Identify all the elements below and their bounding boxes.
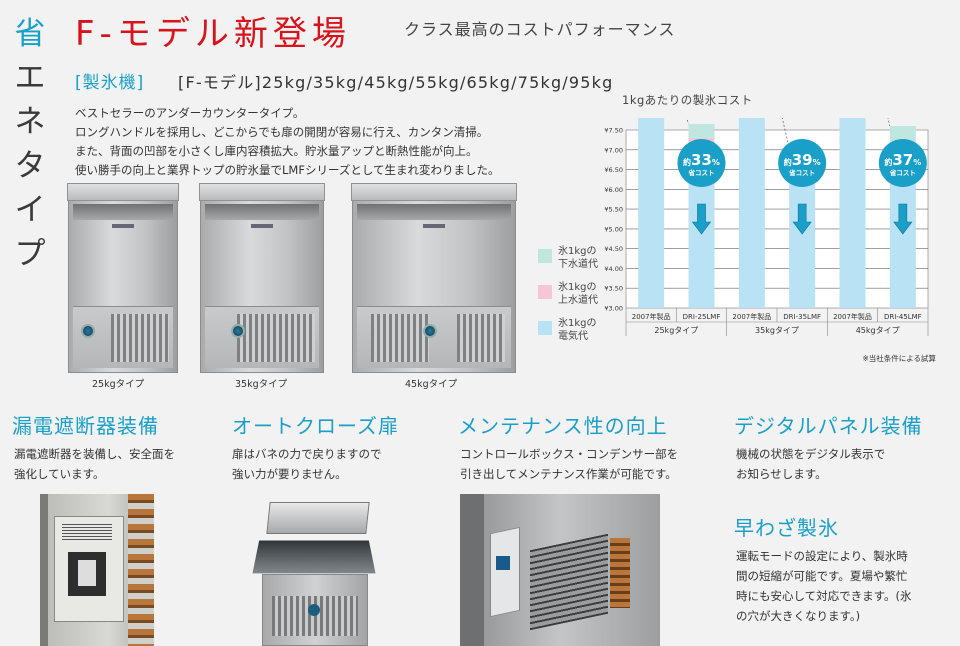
chart-title: 1kgあたりの製氷コスト — [622, 93, 753, 107]
feature-text: コントロールボックス・コンデンサー部を 引き出してメンテナンス作業が可能です。 — [460, 447, 679, 481]
bar-segment — [789, 175, 816, 308]
chart-note: ※当社条件による試算 — [862, 353, 936, 363]
y-tick-label: ¥3.50 — [604, 285, 623, 293]
ice-machine-25kg-image — [67, 183, 179, 373]
y-tick-label: ¥4.50 — [604, 245, 623, 253]
y-tick-label: ¥7.50 — [604, 127, 623, 135]
feature-text: 運転モードの設定により、製氷時 間の短縮が可能です。夏場や繁忙 時にも安心して対… — [736, 549, 912, 623]
savings-badge — [677, 139, 726, 187]
savings-percent: 約37% — [884, 151, 921, 169]
savings-percent: 約39% — [784, 151, 821, 169]
machine-caption: 25kgタイプ — [92, 379, 145, 390]
savings-connector — [887, 118, 891, 127]
y-tick-label: ¥3.00 — [604, 305, 623, 313]
ice-machine-35kg-image — [199, 183, 325, 373]
legend-label: 上水道代 — [558, 295, 598, 306]
y-tick-label: ¥6.00 — [604, 186, 623, 194]
bar-segment — [638, 118, 665, 308]
description-line: ベストセラーのアンダーカウンタータイプ。 — [75, 106, 305, 120]
hero-subtitle: クラス最高のコストパフォーマンス — [404, 20, 676, 39]
x-group-label: 35kgタイプ — [755, 326, 799, 335]
legend-label: 氷1kgの — [558, 318, 597, 329]
hero-title: F-モデル新登場 — [75, 14, 351, 54]
x-category-label: 2007年製品 — [632, 312, 671, 321]
bar-segment — [738, 118, 765, 309]
y-tick-label: ¥5.00 — [604, 225, 623, 233]
legend-item: 氷1kgの電気代 — [538, 317, 628, 347]
savings-connector — [686, 118, 689, 125]
down-arrow-icon — [893, 203, 913, 235]
feature-text: 機械の状態をデジタル表示で お知らせします。 — [736, 447, 886, 481]
savings-label: 省コスト — [788, 168, 815, 177]
savings-percent: 約33% — [683, 151, 720, 169]
feature-text: 扉はバネの力で戻りますので 強い力が要りません。 — [232, 447, 382, 481]
side-title-char: エ — [14, 60, 46, 96]
side-title-first: 省 — [14, 16, 46, 52]
side-title-char: イ — [14, 192, 46, 228]
category-label: [製氷機] — [75, 73, 145, 93]
savings-badge — [778, 139, 827, 187]
y-tick-label: ¥6.50 — [604, 166, 623, 174]
bar-segment — [889, 126, 916, 142]
feature-title: 漏電遮断器装備 — [12, 414, 159, 438]
savings-label: 省コスト — [688, 168, 715, 177]
feature-title: メンテナンス性の向上 — [458, 414, 668, 438]
legend-label: 電気代 — [558, 331, 588, 342]
machine-caption: 45kgタイプ — [405, 379, 458, 390]
x-category-label: 2007年製品 — [833, 312, 872, 321]
x-category-label: 2007年製品 — [732, 312, 771, 321]
description-line: また、背面の凹部を小さくし庫内容積拡大。貯氷量アップと断熱性能が向上。 — [75, 144, 478, 158]
feature-title: デジタルパネル装備 — [734, 414, 923, 438]
side-title: 省 エ ネ タ イ プ — [8, 12, 52, 276]
maintenance-photo — [460, 494, 660, 646]
down-arrow-icon — [792, 203, 812, 235]
y-tick-label: ¥5.50 — [604, 206, 623, 214]
description-line: ロングハンドルを採用し、どこからでも扉の開閉が容易に行え、カンタン清掃。 — [75, 125, 489, 139]
legend-label: 氷1kgの — [558, 282, 597, 293]
category-models: [F-モデル]25kg/35kg/45kg/55kg/65kg/75kg/95k… — [178, 73, 614, 92]
savings-badge — [878, 139, 927, 187]
legend-swatch — [538, 249, 552, 263]
cost-chart: ¥3.00 ¥3.50 ¥4.00 ¥4.50 ¥5.00 ¥5.50 ¥6.00 ¥6.50… — [604, 118, 936, 363]
bar-segment — [839, 118, 866, 308]
description-line: 使い勝手の向上と業界トップの貯氷量でLMFシリーズとして生まれ変わりました。 — [75, 163, 500, 177]
side-title-char: ネ — [14, 104, 46, 140]
legend-label: 氷1kgの — [558, 246, 597, 257]
legend-swatch — [538, 285, 552, 299]
savings-label: 省コスト — [889, 168, 916, 177]
bar-segment — [688, 124, 715, 138]
down-arrow-icon — [691, 203, 712, 235]
side-title-char: プ — [14, 236, 46, 272]
y-tick-label: ¥4.00 — [604, 265, 623, 273]
legend-swatch — [538, 321, 552, 335]
legend-item: 氷1kgの上水道代 — [538, 281, 628, 311]
side-title-char: タ — [14, 148, 46, 184]
y-tick-label: ¥7.00 — [604, 146, 623, 154]
x-category-label: DRI-45LMF — [884, 313, 922, 321]
feature-text: 漏電遮断器を装備し、安全面を 強化しています。 — [14, 447, 175, 481]
feature-title: オートクローズ扉 — [232, 414, 399, 438]
auto-close-door-photo — [248, 496, 378, 646]
legend-label: 下水道代 — [558, 259, 598, 270]
machine-caption: 35kgタイプ — [235, 379, 288, 390]
breaker-photo — [40, 494, 154, 646]
product-description: ベストセラーのアンダーカウンタータイプ。 ロングハンドルを採用し、どこからでも扉… — [75, 104, 545, 180]
feature-title: 早わざ製氷 — [734, 516, 839, 540]
x-group-label: 45kgタイプ — [856, 326, 900, 335]
x-group-label: 25kgタイプ — [654, 326, 698, 335]
x-category-label: DRI-25LMF — [683, 313, 721, 321]
legend-item: 氷1kgの下水道代 — [538, 245, 628, 275]
x-category-label: DRI-35LMF — [783, 313, 821, 321]
savings-connector — [781, 118, 790, 148]
ice-machine-45kg-image — [351, 183, 517, 373]
